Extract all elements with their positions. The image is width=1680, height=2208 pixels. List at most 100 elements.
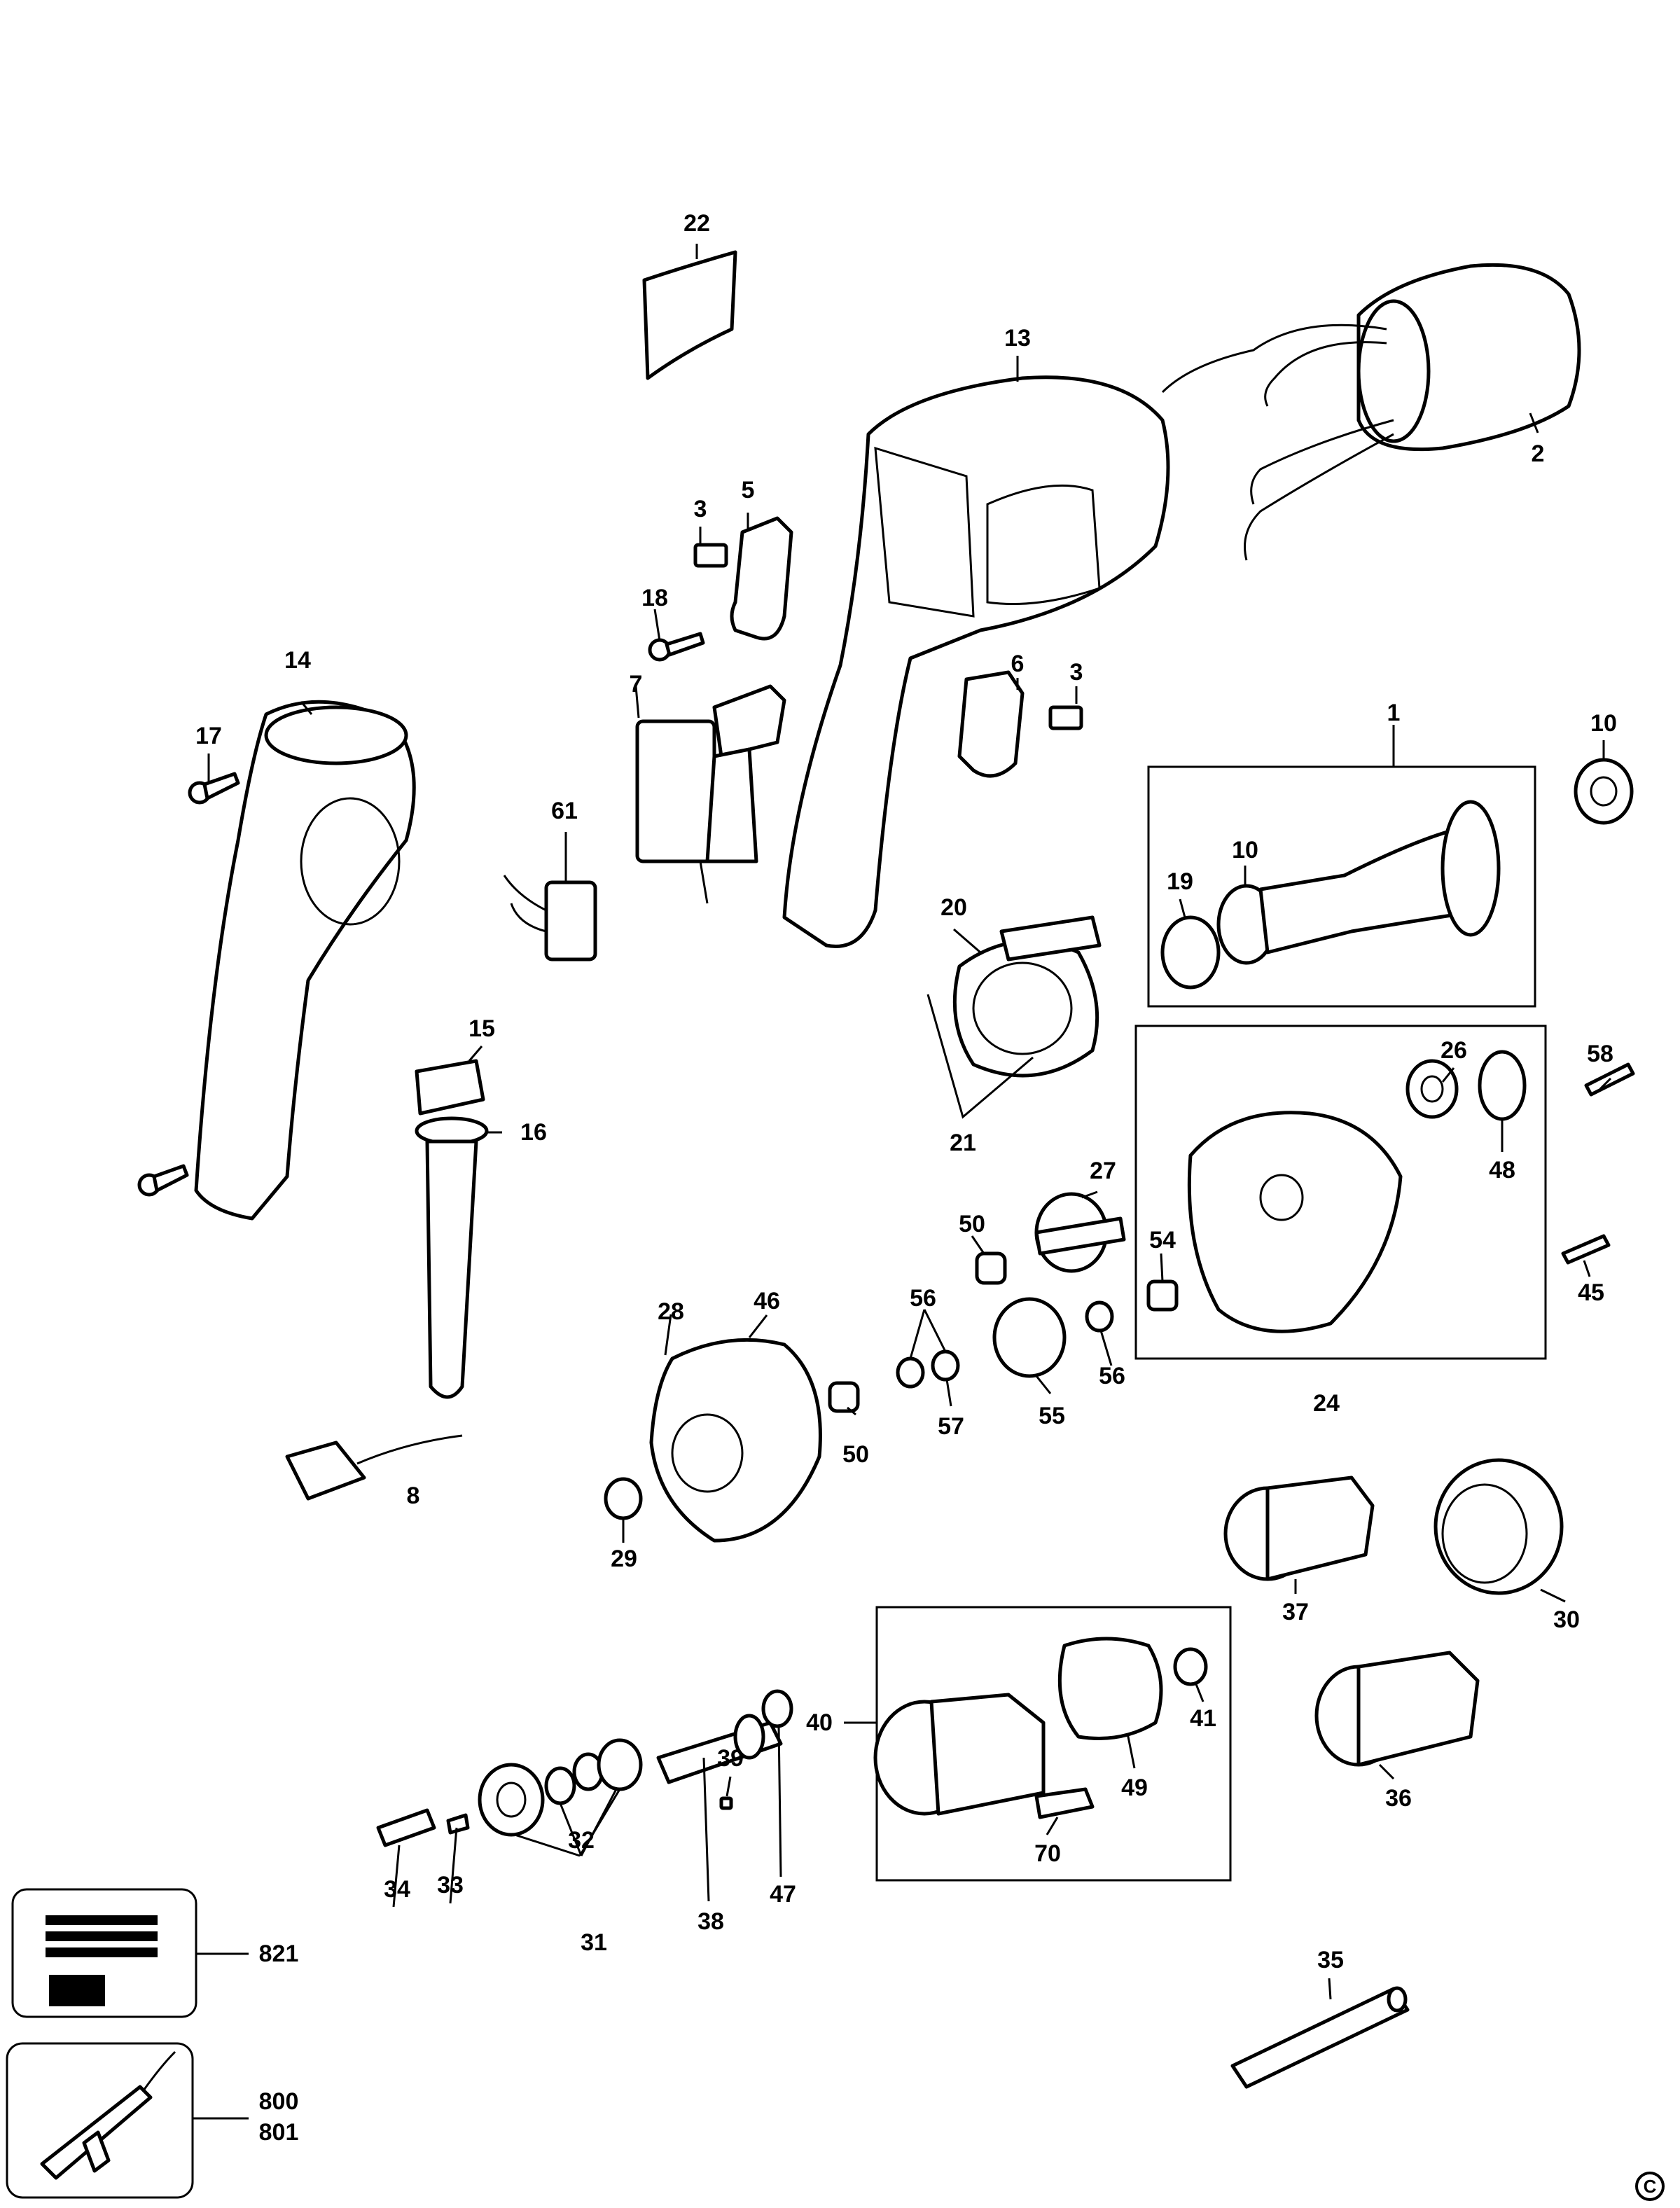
part-49-clutch-spring	[1057, 1637, 1163, 1740]
part-61-suppressor	[503, 875, 597, 961]
part-number-32: 32	[568, 1827, 595, 1854]
part-47-ring	[761, 1689, 793, 1728]
part-number-34: 34	[384, 1876, 410, 1903]
part-7-switch	[635, 684, 786, 904]
part-30-collar	[1433, 1458, 1564, 1595]
part-24-gear-case-box	[1134, 1025, 1547, 1360]
part-number-47: 47	[770, 1881, 796, 1908]
part-number-15: 15	[468, 1015, 495, 1042]
leader-lines	[207, 244, 1612, 2000]
part-50a-bushing	[975, 1251, 1007, 1285]
part-number-20: 20	[940, 894, 967, 921]
part-16-cord-protector	[415, 1116, 489, 1399]
part-6-brush-holder	[957, 670, 1025, 778]
part-number-821: 821	[258, 1940, 299, 1967]
part-number-8: 8	[406, 1483, 420, 1509]
part-number-1: 1	[1387, 700, 1401, 726]
part-number-61: 61	[551, 798, 578, 824]
part-number-56b: 56	[1099, 1363, 1125, 1389]
part-number-40: 40	[806, 1709, 833, 1736]
part-34-spring	[376, 1808, 436, 1847]
part-number-30: 30	[1553, 1606, 1580, 1633]
part-24-gear-case	[1187, 1111, 1403, 1333]
part-number-57: 57	[938, 1413, 964, 1440]
part-number-800: 800	[258, 2088, 299, 2115]
part-56b-washer	[1085, 1300, 1114, 1333]
part-20-baffle	[952, 915, 1102, 1078]
part-number-13: 13	[1004, 325, 1031, 352]
part-38-spindle	[656, 1714, 783, 1784]
part-number-27: 27	[1090, 1158, 1116, 1184]
part-number-10b: 10	[1232, 837, 1258, 863]
part-8-power-cord	[285, 1434, 463, 1501]
part-5-brush-holder	[730, 516, 793, 641]
part-number-56a: 56	[910, 1285, 936, 1312]
part-22-label-sheet	[642, 250, 737, 380]
part-number-46: 46	[754, 1288, 780, 1314]
part-1-armature-box	[1147, 765, 1536, 1008]
part-number-49: 49	[1121, 1775, 1148, 1801]
part-number-19: 19	[1167, 868, 1193, 895]
part-number-22: 22	[683, 210, 710, 237]
part-15-cord-clamp	[415, 1059, 485, 1116]
part-3a-brush	[693, 543, 728, 568]
part-number-3b: 3	[1069, 659, 1083, 686]
part-26-bearing	[1405, 1059, 1459, 1119]
part-31-nut	[478, 1763, 545, 1837]
part-number-16: 16	[520, 1119, 547, 1146]
part-33-pin	[446, 1813, 470, 1835]
part-number-38: 38	[697, 1908, 724, 1935]
copyright-symbol: C	[1635, 2172, 1665, 2201]
part-17-screw-bottom	[137, 1164, 189, 1197]
part-number-54: 54	[1149, 1227, 1176, 1254]
part-number-6: 6	[1011, 651, 1025, 677]
part-number-18: 18	[641, 585, 668, 611]
part-55-gear	[992, 1297, 1067, 1378]
part-number-10a: 10	[1590, 710, 1617, 737]
part-14-handle-cover	[194, 700, 416, 1221]
part-number-39: 39	[717, 1745, 744, 1772]
part-1-armature	[1160, 800, 1501, 990]
part-number-28: 28	[658, 1298, 684, 1325]
part-27-gear	[1034, 1192, 1126, 1273]
part-17-screw-top	[188, 772, 240, 805]
part-number-5: 5	[741, 477, 755, 504]
part-35-bit-holder	[1230, 1986, 1410, 2089]
part-18-screw	[648, 632, 705, 662]
part-number-17: 17	[195, 723, 222, 749]
part-number-24: 24	[1313, 1390, 1340, 1417]
part-number-55: 55	[1039, 1403, 1065, 1429]
part-40-clutch-assembly	[873, 1693, 1046, 1816]
part-36-depth-locator	[1314, 1651, 1480, 1767]
part-number-7: 7	[629, 671, 643, 697]
part-39-ball	[719, 1796, 733, 1810]
part-45-screw	[1561, 1234, 1611, 1265]
part-number-2: 2	[1531, 440, 1545, 467]
part-28-gear-plate	[649, 1338, 822, 1543]
part-number-21: 21	[950, 1130, 976, 1156]
part-number-41: 41	[1190, 1705, 1216, 1732]
part-70-key	[1034, 1787, 1095, 1819]
part-number-50a: 50	[959, 1211, 985, 1237]
part-number-36: 36	[1385, 1785, 1412, 1812]
part-number-29: 29	[611, 1546, 637, 1572]
part-number-14: 14	[284, 647, 311, 674]
part-number-31: 31	[581, 1929, 607, 1956]
part-number-37: 37	[1282, 1599, 1309, 1625]
part-3b-brush	[1048, 705, 1083, 730]
part-number-58: 58	[1587, 1041, 1613, 1067]
part-821-label-box	[11, 1888, 249, 2018]
part-37-depth-locator	[1223, 1476, 1375, 1581]
part-number-33: 33	[437, 1872, 464, 1898]
part-number-801: 801	[258, 2119, 299, 2146]
part-number-35: 35	[1317, 1947, 1344, 1973]
part-number-3a: 3	[693, 496, 707, 522]
part-number-70: 70	[1034, 1840, 1061, 1867]
part-800-grease-tool-box	[6, 2042, 249, 2199]
part-number-50b: 50	[842, 1441, 869, 1468]
part-50b-bushing	[828, 1381, 860, 1413]
part-number-26: 26	[1441, 1037, 1467, 1064]
part-41-bearing	[1173, 1647, 1208, 1686]
part-2-field-stator	[1161, 263, 1581, 561]
